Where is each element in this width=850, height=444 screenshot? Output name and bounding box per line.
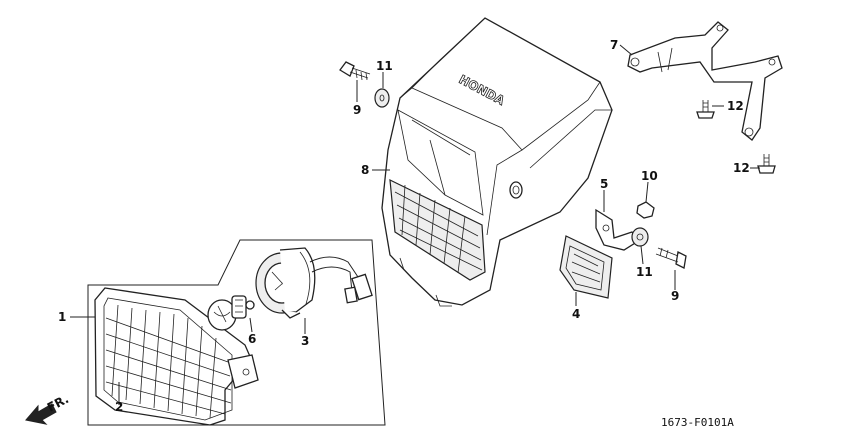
front-arrow-icon: FR. (25, 392, 71, 425)
callout-7: 7 (610, 38, 618, 52)
headlight-lens[interactable] (94, 287, 259, 426)
diagram-code: 1673-F0101A (661, 416, 734, 429)
callout-12-lower: 12 (733, 161, 750, 175)
headlight-socket[interactable] (255, 247, 373, 319)
callout-3: 3 (301, 334, 309, 348)
reflector-stay[interactable] (595, 208, 642, 251)
callout-12-upper: 12 (727, 99, 744, 113)
headlight-case[interactable] (381, 17, 613, 307)
nut[interactable] (636, 201, 655, 219)
svg-text:FR.: FR. (45, 392, 71, 415)
headlight-bracket[interactable] (627, 21, 783, 141)
reflector[interactable] (559, 235, 613, 299)
callout-11-right: 11 (636, 265, 653, 279)
bolt-top[interactable] (339, 61, 371, 81)
callout-9-top: 9 (353, 103, 361, 117)
headlight-unit-outline (87, 239, 386, 426)
callout-10: 10 (641, 169, 658, 183)
bolt-right[interactable] (655, 247, 687, 269)
callout-6: 6 (248, 332, 256, 346)
screw-upper[interactable] (696, 100, 715, 119)
screw-lower[interactable] (757, 154, 776, 174)
washer-right[interactable] (631, 227, 649, 247)
callout-1: 1 (58, 310, 66, 324)
callout-5: 5 (600, 177, 608, 191)
washer-top[interactable] (374, 88, 390, 108)
headlight-bulb[interactable] (207, 295, 255, 331)
callout-9-right: 9 (671, 289, 679, 303)
leader-lines (70, 44, 760, 405)
callout-11-top: 11 (376, 59, 393, 73)
callout-4: 4 (572, 307, 580, 321)
callout-8: 8 (361, 163, 369, 177)
callout-2: 2 (115, 400, 123, 414)
